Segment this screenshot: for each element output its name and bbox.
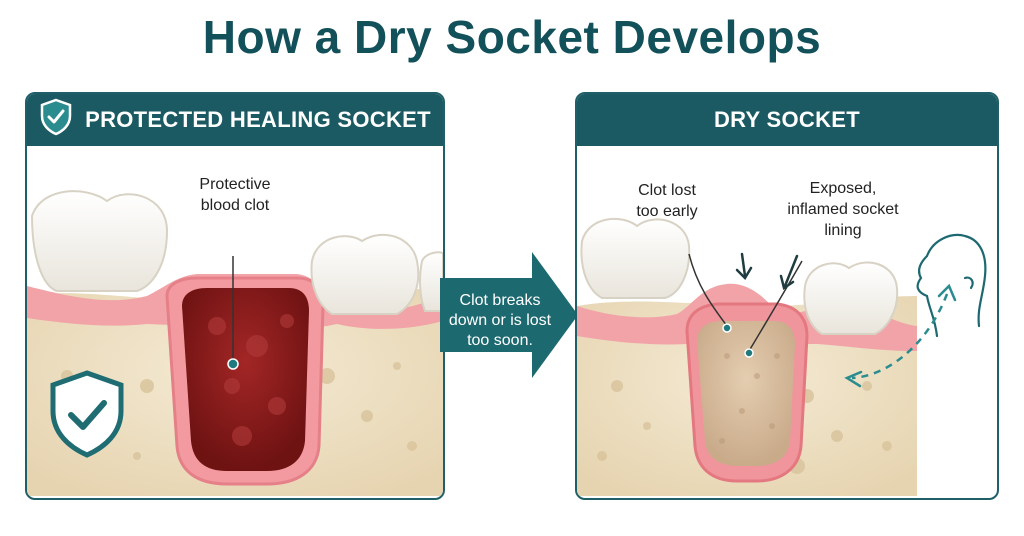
panel-header-protected: PROTECTED HEALING SOCKET bbox=[27, 94, 443, 146]
exposed-socket-lining bbox=[697, 321, 795, 466]
protective-clot-label: Protective blood clot bbox=[185, 174, 285, 216]
healing-socket-illustration bbox=[27, 190, 443, 496]
arrow-caption-line1: Clot breaks bbox=[459, 292, 541, 309]
arrow-caption: Clot breaks down or is lost too soon. bbox=[446, 291, 554, 351]
panel-header-text: PROTECTED HEALING SOCKET bbox=[85, 107, 431, 132]
page-title: How a Dry Socket Develops bbox=[202, 11, 822, 63]
arrow-caption-line2: down or is lost bbox=[448, 312, 552, 329]
protective-clot-label-line1: Protective bbox=[199, 176, 271, 193]
right-tooth bbox=[310, 233, 420, 315]
clot-lost-label: Clot lost too early bbox=[617, 180, 717, 222]
exposed-lining-label-line2: inflamed socket bbox=[787, 201, 899, 218]
dry-socket-illustration bbox=[577, 218, 987, 496]
left-tooth bbox=[580, 218, 691, 299]
left-tooth bbox=[30, 190, 169, 292]
exposed-lining-label-line3: lining bbox=[824, 222, 862, 239]
protected-socket-panel: PROTECTED HEALING SOCKET bbox=[25, 92, 445, 500]
pain-radiation-arrow bbox=[851, 293, 949, 380]
protective-clot-label-line2: blood clot bbox=[200, 197, 270, 214]
shield-check-icon bbox=[39, 98, 73, 142]
clot-lost-label-line1: Clot lost bbox=[638, 182, 696, 199]
process-arrow bbox=[440, 250, 580, 380]
dry-socket-panel: DRY SOCKET bbox=[575, 92, 999, 500]
head-profile-icon bbox=[916, 233, 987, 338]
clot-lost-label-line2: too early bbox=[636, 203, 698, 220]
panel-header-dry-socket: DRY SOCKET bbox=[577, 94, 997, 146]
right-tooth bbox=[803, 261, 899, 335]
arrow-shape bbox=[440, 252, 578, 378]
arrow-caption-line3: too soon. bbox=[467, 332, 533, 349]
inflammation-arrows bbox=[735, 252, 799, 291]
clot-pointer-dot bbox=[227, 358, 239, 370]
clot-lost-leader bbox=[688, 253, 728, 327]
panel-header-text: DRY SOCKET bbox=[713, 107, 861, 132]
exposed-lining-label: Exposed, inflamed socket lining bbox=[773, 178, 913, 241]
exposed-leader bbox=[748, 260, 803, 352]
exposed-lining-label-line1: Exposed, bbox=[809, 180, 877, 197]
shield-check-icon bbox=[50, 370, 124, 458]
